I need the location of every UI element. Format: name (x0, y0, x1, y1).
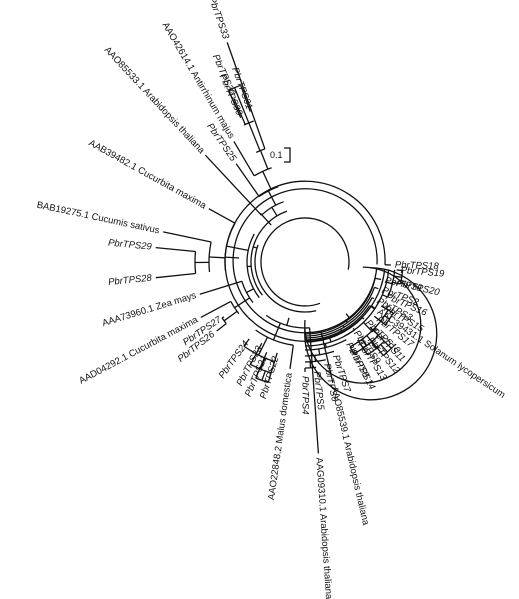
clade-stem-3 (262, 171, 272, 190)
leaf-label-pbrtps28: PbrTPS28 (108, 273, 153, 289)
root-arc-left (265, 292, 317, 313)
clade-stem-26 (371, 305, 376, 309)
clade-stem-0 (233, 87, 250, 124)
root-arc-lower (260, 217, 350, 307)
leaf-branch-pbrtps28 (155, 272, 196, 279)
clade-stem-27 (225, 256, 234, 259)
clade-stem-19 (380, 344, 388, 353)
leaf-branch-pbrtps33 (226, 42, 266, 150)
clade-arc-37 (304, 287, 376, 337)
clade-arc-40 (304, 266, 422, 384)
clade-arc-38 (304, 278, 376, 335)
leaf-label-pbrtps29: PbrTPS29 (108, 238, 153, 253)
clade-stem-31 (318, 348, 321, 355)
clade-stem-40 (265, 218, 272, 226)
clade-stem-23 (362, 321, 373, 332)
leaf-branch-pbrtps3 (371, 297, 375, 300)
clade-stem-38 (345, 313, 351, 319)
clade-arc-27 (224, 180, 386, 342)
leaf-branch-pbrtps1 (375, 277, 382, 281)
leaf-label-pbrtps19: PbrTPS19 (400, 265, 445, 280)
clade-stem-13 (253, 246, 258, 249)
leaf-branch-pbrtps32 (233, 98, 246, 125)
leaf-branch-pbrtps31 (240, 85, 251, 112)
leaf-branch-pbrtps16 (382, 294, 389, 298)
clade-stem-1 (248, 122, 261, 151)
clade-stem-5 (271, 206, 278, 217)
leaf-branch-pbrtps27 (221, 316, 225, 319)
clade-stem-10 (234, 297, 250, 309)
scale-bar-label: 0.1 (270, 150, 283, 160)
clade-arc-3 (253, 167, 272, 177)
clade-stem-14 (261, 370, 266, 381)
clade-stem-22 (384, 315, 390, 320)
leaf-branch-pbrtps11 (369, 326, 392, 349)
leaf-branch-aao85533 (204, 154, 262, 216)
leaf-branch-aad04292 (200, 300, 232, 318)
clade-stem-33 (329, 337, 332, 343)
leaf-label-aab39482: AAB39482.1 Cucurbita maxima (87, 138, 209, 212)
leaf-branch-aao42614 (233, 141, 255, 177)
clade-stem-9 (223, 310, 238, 322)
leaf-label-aao85539: AAO85539.1 Arabidopsis thaliana (328, 385, 371, 527)
clade-stem-16 (258, 336, 269, 356)
clade-arc-31 (304, 350, 335, 357)
leaf-branch-aac39431 (369, 305, 375, 310)
leaf-label-pbrtps5: PbrTPS5 (311, 371, 326, 411)
clade-stem-18 (286, 317, 290, 326)
clade-arc-17 (255, 329, 294, 346)
leaf-branch-pbrtps30 (227, 90, 242, 118)
leaf-branch-pbrtps14 (349, 346, 355, 355)
clade-stem-15 (259, 357, 266, 370)
clade-stem-21 (361, 338, 368, 346)
leaf-branch-bab19275 (163, 231, 212, 243)
scale-bar: 0.1 (270, 147, 291, 163)
leaf-branch-pbrtps20 (392, 281, 401, 285)
clade-stem-4 (267, 190, 277, 206)
leaf-branch-aab39482 (208, 208, 236, 224)
leaf-branch-pbrtps2 (374, 286, 379, 290)
leaf-branch-aao85539 (320, 332, 334, 383)
leaf-branch-pbrtps24 (243, 338, 250, 347)
scale-bar-line (284, 147, 291, 163)
leaf-branch-pbrtps22 (267, 352, 278, 383)
clade-arc-28 (232, 188, 378, 334)
leaf-branch-pbrtps29 (155, 246, 196, 253)
leaf-branch-pbrtps13 (357, 339, 369, 356)
leaf-label-aag09310: AAG09310.1 Arabidopsis thaliana (313, 457, 334, 599)
tree-branches (155, 42, 438, 454)
leaf-branch-aao22848 (289, 345, 294, 369)
leaf-branch-aag09310 (308, 327, 320, 454)
clade-arc-36 (304, 297, 373, 339)
clade-stem-2 (259, 150, 269, 170)
root-arc-upper (254, 244, 267, 294)
leaf-branch-pbrtps25 (235, 163, 260, 197)
leaf-branch-pbrtps15 (380, 305, 394, 314)
leaf-branch-pbrtps26 (216, 323, 227, 332)
clade-stem-7 (209, 256, 226, 259)
clade-stem-11 (246, 288, 254, 294)
leaf-branch-pbrtps12 (366, 335, 384, 356)
clade-arc-6 (194, 251, 197, 274)
clade-arc-39 (304, 267, 438, 401)
leaf-branch-pbrtps19 (396, 269, 403, 272)
leaf-label-pbrtps4: PbrTPS4 (299, 376, 310, 415)
clade-stem-20 (370, 341, 377, 349)
clade-stem-17 (272, 322, 281, 341)
leaf-branch-pbrtps10 (362, 317, 365, 320)
clade-arc-11 (241, 281, 254, 304)
leaf-branch-pbrtps17 (373, 315, 386, 326)
clade-stem-8 (226, 245, 249, 252)
leaf-branch-pbrtps23 (249, 342, 263, 365)
clade-stem-25 (386, 281, 393, 285)
leaf-branch-pbrtps9 (352, 327, 355, 331)
leaf-label-pbrtps18: PbrTPS18 (395, 260, 440, 273)
leaf-branch-aaa73960 (199, 280, 243, 295)
leaf-label-pbrtps33: PbrTPS33 (206, 0, 231, 41)
leaf-label-bab19275: BAB19275.1 Cucumis sativus (36, 200, 161, 237)
leaf-branch-pbrtps21 (255, 351, 268, 379)
